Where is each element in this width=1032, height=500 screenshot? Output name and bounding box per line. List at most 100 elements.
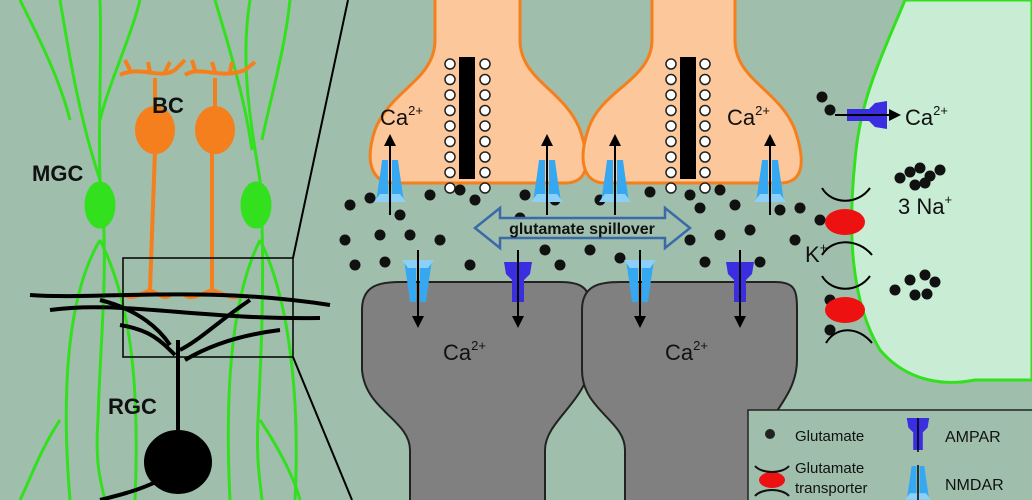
glutamate-dot xyxy=(774,204,786,216)
muller-glia-cells xyxy=(18,0,302,500)
vesicle xyxy=(444,73,456,86)
vesicle xyxy=(699,135,711,148)
vesicle xyxy=(699,73,711,86)
glutamate-dot xyxy=(394,209,406,221)
ion-flux-arrows xyxy=(384,109,901,328)
glutamate-dot xyxy=(584,244,596,256)
glutamate-dot xyxy=(469,194,481,206)
glutamate-dot xyxy=(694,202,706,214)
glutamate-molecules xyxy=(339,91,946,336)
presynaptic-terminals xyxy=(368,0,803,185)
vesicle xyxy=(479,89,491,101)
vesicle xyxy=(444,120,456,132)
vesicle xyxy=(479,73,491,86)
vesicle xyxy=(444,182,456,194)
synaptic-vesicles xyxy=(444,58,711,194)
muller-glia-process xyxy=(850,0,1032,384)
glutamate-dot xyxy=(889,284,901,296)
bc-label: BC xyxy=(152,93,184,118)
glutamate-dot xyxy=(554,259,566,271)
ca-labels: Ca2+ Ca2+ Ca2+ Ca2+ Ca2+ xyxy=(380,103,948,365)
vesicle xyxy=(699,151,711,163)
glutamate-dot xyxy=(824,324,836,336)
potassium-label: K+ xyxy=(805,240,827,267)
glutamate-dot xyxy=(379,256,391,268)
glutamate-dot xyxy=(919,177,931,189)
vesicle xyxy=(665,89,677,101)
zoom-line-top xyxy=(292,0,349,259)
glutamate-dot xyxy=(909,179,921,191)
glutamate-dot xyxy=(714,184,726,196)
vesicle xyxy=(479,120,491,132)
vesicle xyxy=(444,58,456,70)
legend-nmdar: NMDAR xyxy=(945,477,1004,494)
glutamate-dot xyxy=(684,234,696,246)
glutamate-dot xyxy=(404,229,416,241)
vesicle xyxy=(444,166,456,179)
glutamate-dot xyxy=(699,256,711,268)
glutamate-dot xyxy=(919,269,931,281)
glutamate-dot xyxy=(914,162,926,174)
glutamate-dot xyxy=(349,259,361,271)
vesicle xyxy=(444,135,456,148)
ribbon-left xyxy=(459,57,475,179)
vesicle xyxy=(699,58,711,70)
legend-glutamate: Glutamate xyxy=(795,428,864,445)
vesicle xyxy=(479,58,491,70)
glutamate-dot xyxy=(539,244,551,256)
vesicle xyxy=(699,166,711,179)
glutamate-dot xyxy=(684,189,696,201)
glutamate-dot xyxy=(789,234,801,246)
glutamate-dot xyxy=(754,256,766,268)
sodium-label: 3 Na+ xyxy=(898,192,952,219)
vesicle xyxy=(699,104,711,117)
vesicle xyxy=(479,135,491,148)
zoom-region-box xyxy=(122,257,294,358)
glutamate-transporters xyxy=(821,187,873,344)
glutamate-dot xyxy=(614,252,626,264)
zoom-line-bottom xyxy=(292,356,353,500)
vesicle xyxy=(444,104,456,117)
retina-neuron-panel: BC MGC RGC xyxy=(18,0,353,500)
vesicle xyxy=(699,89,711,101)
glutamate-dot xyxy=(434,234,446,246)
vesicle xyxy=(665,182,677,194)
legend-transporter-1: Glutamate xyxy=(795,460,864,477)
glutamate-dot xyxy=(744,224,756,236)
glutamate-dot xyxy=(714,229,726,241)
svg-text:Ca2+: Ca2+ xyxy=(727,103,770,130)
legend-transporter-2: transporter xyxy=(795,480,868,497)
glutamate-dot xyxy=(794,202,806,214)
vesicle xyxy=(699,120,711,132)
glutamate-dot xyxy=(824,104,836,116)
legend: Glutamate Glutamate transporter AMPAR NM… xyxy=(747,409,1032,500)
legend-ampar: AMPAR xyxy=(945,429,1001,446)
vesicle xyxy=(665,58,677,70)
ganglion-cell xyxy=(29,292,331,500)
vesicle xyxy=(665,166,677,179)
glutamate-dot xyxy=(519,189,531,201)
svg-text:Ca2+: Ca2+ xyxy=(443,338,486,365)
glutamate-dot xyxy=(816,91,828,103)
glutamate-dot xyxy=(904,274,916,286)
rgc-label: RGC xyxy=(108,394,157,419)
glutamate-dot xyxy=(454,184,466,196)
postsynaptic-dendrites xyxy=(361,281,798,500)
vesicle xyxy=(665,135,677,148)
svg-text:Ca2+: Ca2+ xyxy=(380,103,423,130)
svg-text:Ca2+: Ca2+ xyxy=(905,103,948,130)
glutamate-dot xyxy=(374,229,386,241)
vesicle xyxy=(479,166,491,179)
vesicle xyxy=(665,73,677,86)
vesicle xyxy=(479,151,491,163)
glutamate-dot xyxy=(464,259,476,271)
glutamate-dot xyxy=(929,276,941,288)
vesicle xyxy=(444,89,456,101)
vesicle xyxy=(665,104,677,117)
vesicle xyxy=(699,182,711,194)
glutamate-dot xyxy=(339,234,351,246)
bipolar-cells xyxy=(119,58,257,300)
glutamate-dot xyxy=(644,186,656,198)
